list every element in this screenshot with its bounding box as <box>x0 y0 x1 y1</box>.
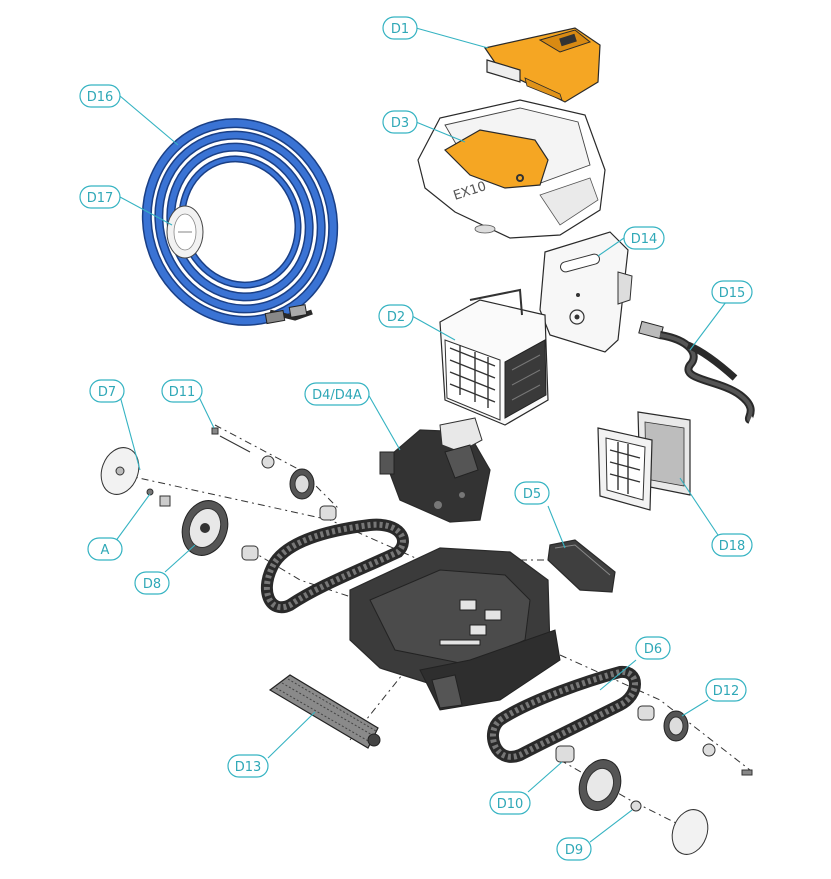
d14-power-supply <box>539 231 633 353</box>
d12-right-sprocket <box>637 705 753 776</box>
d9-washer <box>630 800 642 812</box>
callout-d12: D12 <box>705 678 747 702</box>
callout-d4: D4/D4A <box>304 382 370 406</box>
callout-d11: D11 <box>161 379 203 403</box>
callout-d1: D1 <box>382 16 418 40</box>
callout-d8: D8 <box>134 571 170 595</box>
callout-d17-label: D17 <box>87 191 114 206</box>
callout-d2: D2 <box>378 304 414 328</box>
d5-front-flap <box>547 539 616 593</box>
callout-d15-label: D15 <box>719 286 746 301</box>
d18-filter-panels <box>597 411 691 511</box>
d11-screw <box>211 427 251 453</box>
callout-d1-label: D1 <box>391 22 409 37</box>
callout-a-label: A <box>101 543 110 558</box>
callout-d5: D5 <box>514 481 550 505</box>
callout-d10: D10 <box>489 791 531 815</box>
callout-d6: D6 <box>635 636 671 660</box>
callout-d16: D16 <box>79 84 121 108</box>
chassis-body <box>349 547 561 711</box>
callout-d13-label: D13 <box>235 760 262 775</box>
callout-d13: D13 <box>227 754 269 778</box>
a-washer <box>146 488 154 496</box>
callout-d6-label: D6 <box>644 642 662 657</box>
callout-d5-label: D5 <box>523 487 541 502</box>
callouts: D1 D3 D16 D17 D14 D15 <box>79 16 753 861</box>
d10-bushing <box>555 745 575 763</box>
d6-right-track <box>486 666 641 763</box>
d8-left-wheel <box>181 500 229 556</box>
right-hub-cap <box>671 809 709 855</box>
callout-d2-label: D2 <box>387 310 405 325</box>
left-sprocket-parts <box>159 455 337 561</box>
d16-power-cable <box>141 118 339 326</box>
callout-a: A <box>87 537 123 561</box>
d15-swivel-cable <box>638 320 755 424</box>
callout-d14-label: D14 <box>631 232 658 247</box>
callout-d12-label: D12 <box>713 684 740 699</box>
d1-top-lid <box>484 27 601 103</box>
callout-d16-label: D16 <box>87 90 114 105</box>
d13-brush-roller <box>268 674 381 749</box>
callout-d3-label: D3 <box>391 116 409 131</box>
callout-d4-label: D4/D4A <box>312 388 362 403</box>
d4-motor-unit <box>379 417 491 523</box>
callout-d7: D7 <box>89 379 125 403</box>
d3-top-shell: EX10 <box>417 99 606 239</box>
left-track <box>260 518 409 614</box>
callout-d11-label: D11 <box>169 385 196 400</box>
callout-d10-label: D10 <box>497 797 524 812</box>
callout-d15: D15 <box>711 280 753 304</box>
d17-cable-float <box>166 205 204 259</box>
callout-d8-label: D8 <box>143 577 161 592</box>
callout-d18: D18 <box>711 533 753 557</box>
callout-d9: D9 <box>556 837 592 861</box>
callout-d7-label: D7 <box>98 385 116 400</box>
callout-d9-label: D9 <box>565 843 583 858</box>
callout-d17: D17 <box>79 185 121 209</box>
d2-filter-basket <box>439 288 549 426</box>
right-wheel <box>578 759 622 811</box>
d7-hub-cap <box>100 447 140 495</box>
callout-d3: D3 <box>382 110 418 134</box>
callout-d18-label: D18 <box>719 539 746 554</box>
callout-d14: D14 <box>623 226 665 250</box>
